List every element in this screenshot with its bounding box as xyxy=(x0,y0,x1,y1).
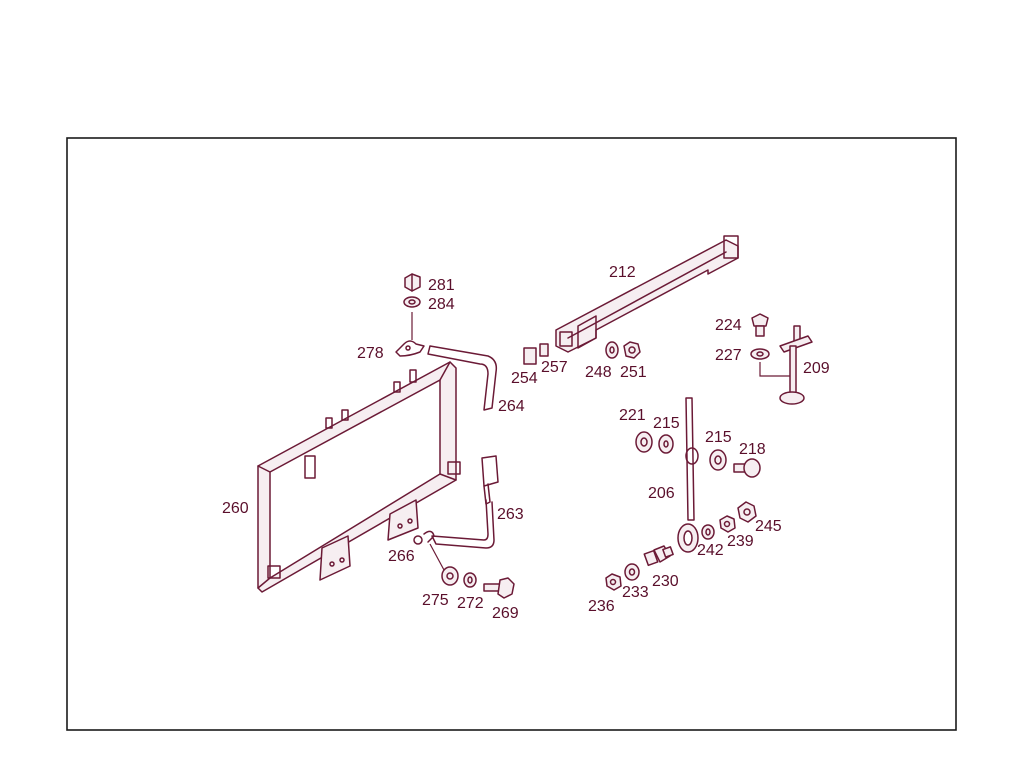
callout-233: 233 xyxy=(622,584,649,601)
nut-part-236 xyxy=(605,573,622,591)
support-part-263 xyxy=(431,455,499,549)
callout-281: 281 xyxy=(428,277,455,294)
callout-260: 260 xyxy=(222,500,249,517)
callout-224: 224 xyxy=(715,317,742,334)
bolt-part-218 xyxy=(733,458,761,478)
washer-part-272 xyxy=(463,572,477,588)
callout-230: 230 xyxy=(652,573,679,590)
callout-245: 245 xyxy=(755,518,782,535)
pad-part-257 xyxy=(539,343,549,357)
callout-215-left: 215 xyxy=(653,415,680,432)
callout-221: 221 xyxy=(619,407,646,424)
rubber-mount-part-230 xyxy=(643,545,674,567)
bolt-part-269 xyxy=(483,577,515,599)
callout-263: 263 xyxy=(497,506,524,523)
condenser-frame-part-260 xyxy=(257,361,461,593)
washer-part-248 xyxy=(605,341,619,359)
callout-284: 284 xyxy=(428,296,455,313)
washer-part-233 xyxy=(624,563,640,581)
callout-264: 264 xyxy=(498,398,525,415)
washer-part-227 xyxy=(750,348,770,360)
callout-215-right: 215 xyxy=(705,429,732,446)
callout-218: 218 xyxy=(739,441,766,458)
washer-part-284 xyxy=(403,296,421,308)
nut-part-251 xyxy=(623,341,641,359)
callout-209: 209 xyxy=(803,360,830,377)
nut-part-239 xyxy=(719,515,736,533)
washer-part-215-right xyxy=(709,449,727,471)
callout-269: 269 xyxy=(492,605,519,622)
callout-257: 257 xyxy=(541,359,568,376)
washer-part-242 xyxy=(701,524,715,540)
clip-part-266 xyxy=(413,530,435,545)
callout-212: 212 xyxy=(609,264,636,281)
diagram-border xyxy=(66,137,957,731)
washer-part-221 xyxy=(635,431,653,453)
callout-272: 272 xyxy=(457,595,484,612)
callout-248: 248 xyxy=(585,364,612,381)
callout-266: 266 xyxy=(388,548,415,565)
callout-275: 275 xyxy=(422,592,449,609)
callout-242: 242 xyxy=(697,542,724,559)
pad-part-254 xyxy=(523,347,537,365)
clamp-part-278 xyxy=(395,340,425,357)
callout-206: 206 xyxy=(648,485,675,502)
callout-236: 236 xyxy=(588,598,615,615)
nut-part-245 xyxy=(737,501,757,523)
bolt-part-224 xyxy=(751,313,769,337)
bracket-part-264 xyxy=(427,345,498,411)
washer-part-275 xyxy=(441,566,459,586)
washer-part-215-left xyxy=(658,434,674,454)
callout-239: 239 xyxy=(727,533,754,550)
callout-278: 278 xyxy=(357,345,384,362)
callout-227: 227 xyxy=(715,347,742,364)
mount-part-209 xyxy=(779,325,813,405)
rail-part-212 xyxy=(555,235,739,353)
rod-part-206 xyxy=(677,397,699,553)
callout-251: 251 xyxy=(620,364,647,381)
nut-part-281 xyxy=(404,273,421,292)
callout-254: 254 xyxy=(511,370,538,387)
